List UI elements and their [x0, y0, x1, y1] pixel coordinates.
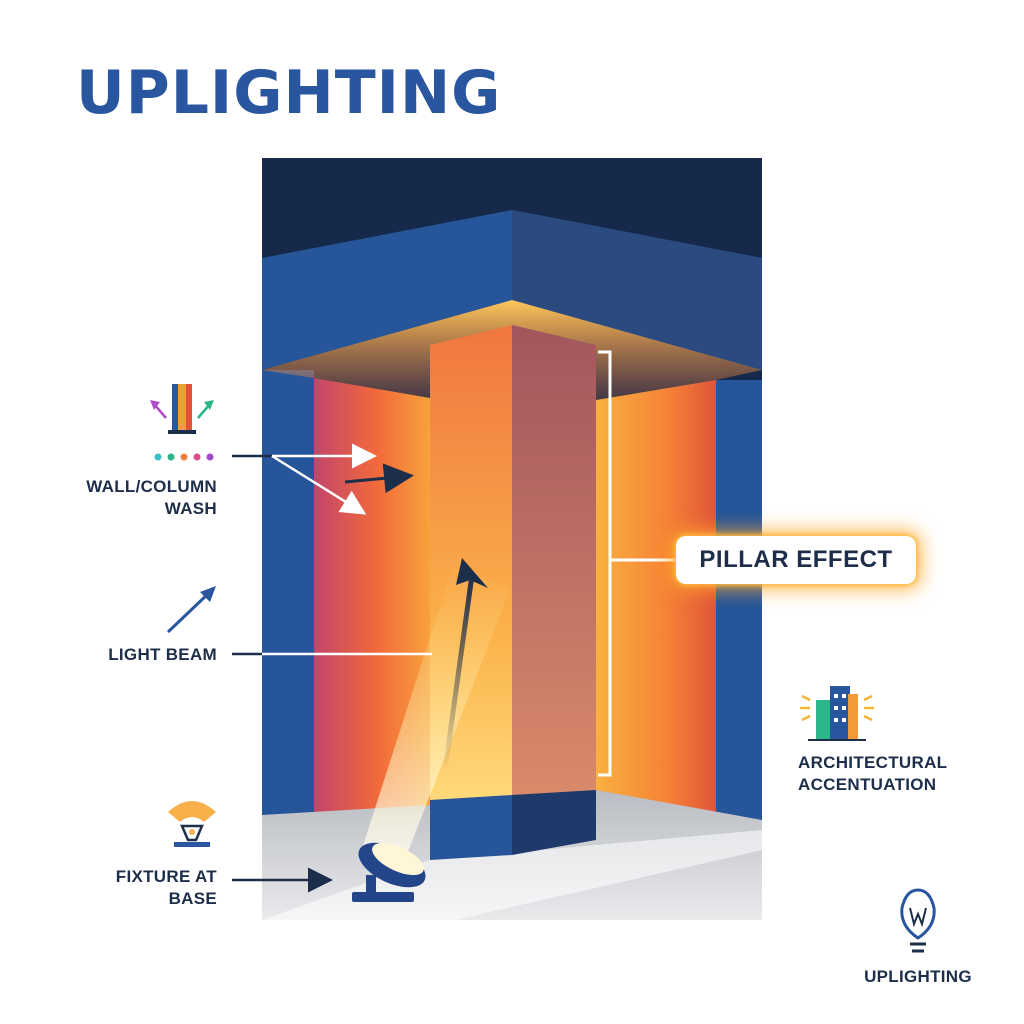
wall-wash-label: WALL/COLUMN WASH [86, 477, 217, 518]
wall-wash-icon [150, 384, 214, 461]
light-beam-label: LIGHT BEAM [108, 645, 217, 664]
page-title: UPLIGHTING [76, 58, 502, 128]
footer-label: UPLIGHTING [864, 967, 972, 986]
pillar-bracket [598, 350, 612, 777]
light-beam-cone [360, 560, 510, 885]
architectural-label: ARCHITECTURAL ACCENTUATION [798, 753, 948, 794]
right-wall-edge [716, 380, 762, 850]
lightbulb-icon [900, 888, 936, 953]
fixture [352, 842, 426, 902]
fixture-icon [168, 801, 216, 847]
building-icon [800, 686, 874, 741]
pillar-effect-label: PILLAR EFFECT [676, 536, 916, 584]
right-wall-wash [596, 380, 716, 850]
ceiling-glow [262, 300, 762, 400]
left-wall-edge [262, 370, 314, 850]
light-beam-arrow-icon [166, 586, 216, 634]
fixture-label: FIXTURE AT BASE [115, 867, 217, 908]
beam-arrowhead [456, 558, 488, 588]
column-side [512, 325, 596, 795]
